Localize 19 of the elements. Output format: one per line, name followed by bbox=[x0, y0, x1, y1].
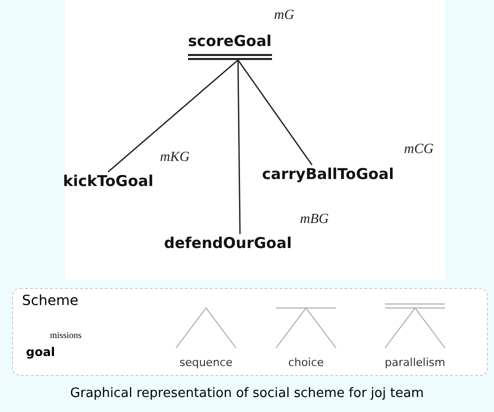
legend-label: parallelism bbox=[384, 356, 446, 369]
caption: Graphical representation of social scheme for joj team bbox=[69, 386, 425, 401]
mission-label: mCG bbox=[404, 142, 434, 158]
goal-label: kickToGoal bbox=[63, 172, 154, 190]
parallel-goal-node bbox=[188, 32, 272, 60]
legend-label: choice bbox=[287, 356, 325, 369]
legend-label: sequence bbox=[178, 356, 234, 369]
missions-key: missions bbox=[50, 330, 82, 340]
decomposition-line bbox=[108, 60, 238, 172]
decomposition-line bbox=[237, 60, 313, 166]
mission-label: mKG bbox=[160, 150, 190, 166]
mission-label: mBG bbox=[300, 212, 329, 228]
legend-title: Scheme bbox=[22, 293, 78, 309]
goal-label: carryBallToGoal bbox=[262, 165, 394, 183]
goal-key: goal bbox=[26, 345, 56, 359]
goal-label: defendOurGoal bbox=[164, 234, 292, 252]
mission-label: mG bbox=[274, 8, 294, 24]
goal-label: scoreGoal bbox=[188, 32, 272, 50]
decomposition-line bbox=[237, 60, 241, 234]
